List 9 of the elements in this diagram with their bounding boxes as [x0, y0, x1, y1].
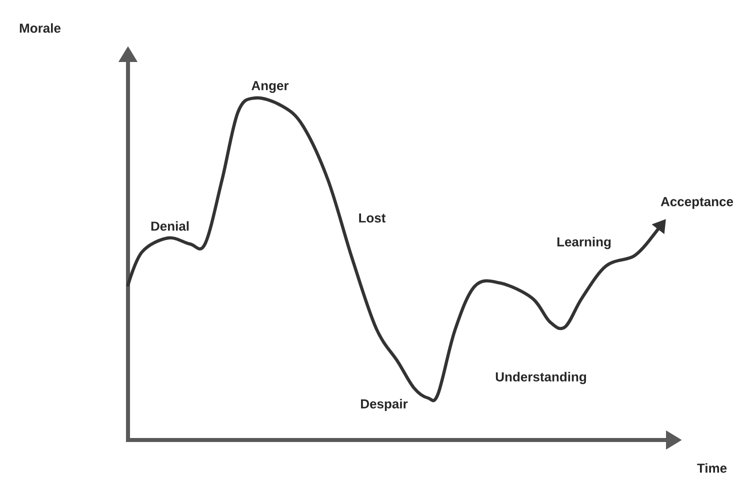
stage-label: Anger [252, 81, 289, 93]
stage-label: Learning [557, 236, 611, 250]
axis-label: Time [697, 463, 727, 473]
stage-label: Understanding [496, 372, 586, 384]
stage-label: Acceptance [660, 197, 734, 209]
axis-label: Morale [20, 23, 61, 33]
stage-label: Lost [359, 213, 386, 223]
stage-label: Despair [361, 398, 408, 412]
stage-label: Denial [151, 221, 189, 231]
